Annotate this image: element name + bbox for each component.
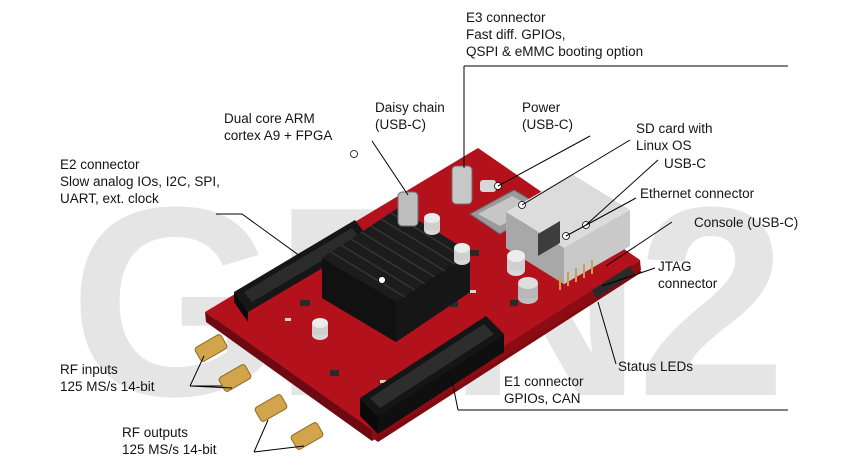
ethernet-jack [506, 174, 630, 284]
callout-dots [350, 150, 590, 284]
label-status-leds: Status LEDs [618, 359, 694, 374]
label-daisy-chain: Daisy chain (USB-C) [375, 100, 445, 132]
e1-connector [360, 316, 504, 434]
rf-sma-connectors [194, 334, 324, 450]
leader-lines [189, 65, 788, 453]
label-power: Power (USB-C) [522, 100, 573, 132]
label-e2-connector: E2 connector Slow analog IOs, I2C, SPI, … [60, 157, 220, 206]
label-sd-card: SD card with Linux OS [636, 121, 713, 153]
label-usb-c: USB-C [664, 156, 707, 171]
jtag-pins [559, 260, 593, 290]
label-dual-core-arm: Dual core ARM cortex A9 + FPGA [224, 111, 333, 143]
label-console: Console (USB-C) [694, 215, 799, 230]
label-e3-connector: E3 connector Fast diff. GPIOs, QSPI & eM… [466, 10, 644, 59]
usb-c-ports [397, 165, 496, 227]
label-rf-inputs: RF inputs 125 MS/s 14-bit [60, 362, 155, 394]
label-rf-outputs: RF outputs 125 MS/s 14-bit [122, 425, 217, 457]
label-ethernet: Ethernet connector [640, 186, 755, 201]
label-e1-connector: E1 connector GPIOs, CAN [504, 374, 584, 406]
e2-connector [234, 220, 370, 322]
capacitors [312, 213, 538, 340]
label-jtag: JTAG connector [658, 259, 718, 291]
